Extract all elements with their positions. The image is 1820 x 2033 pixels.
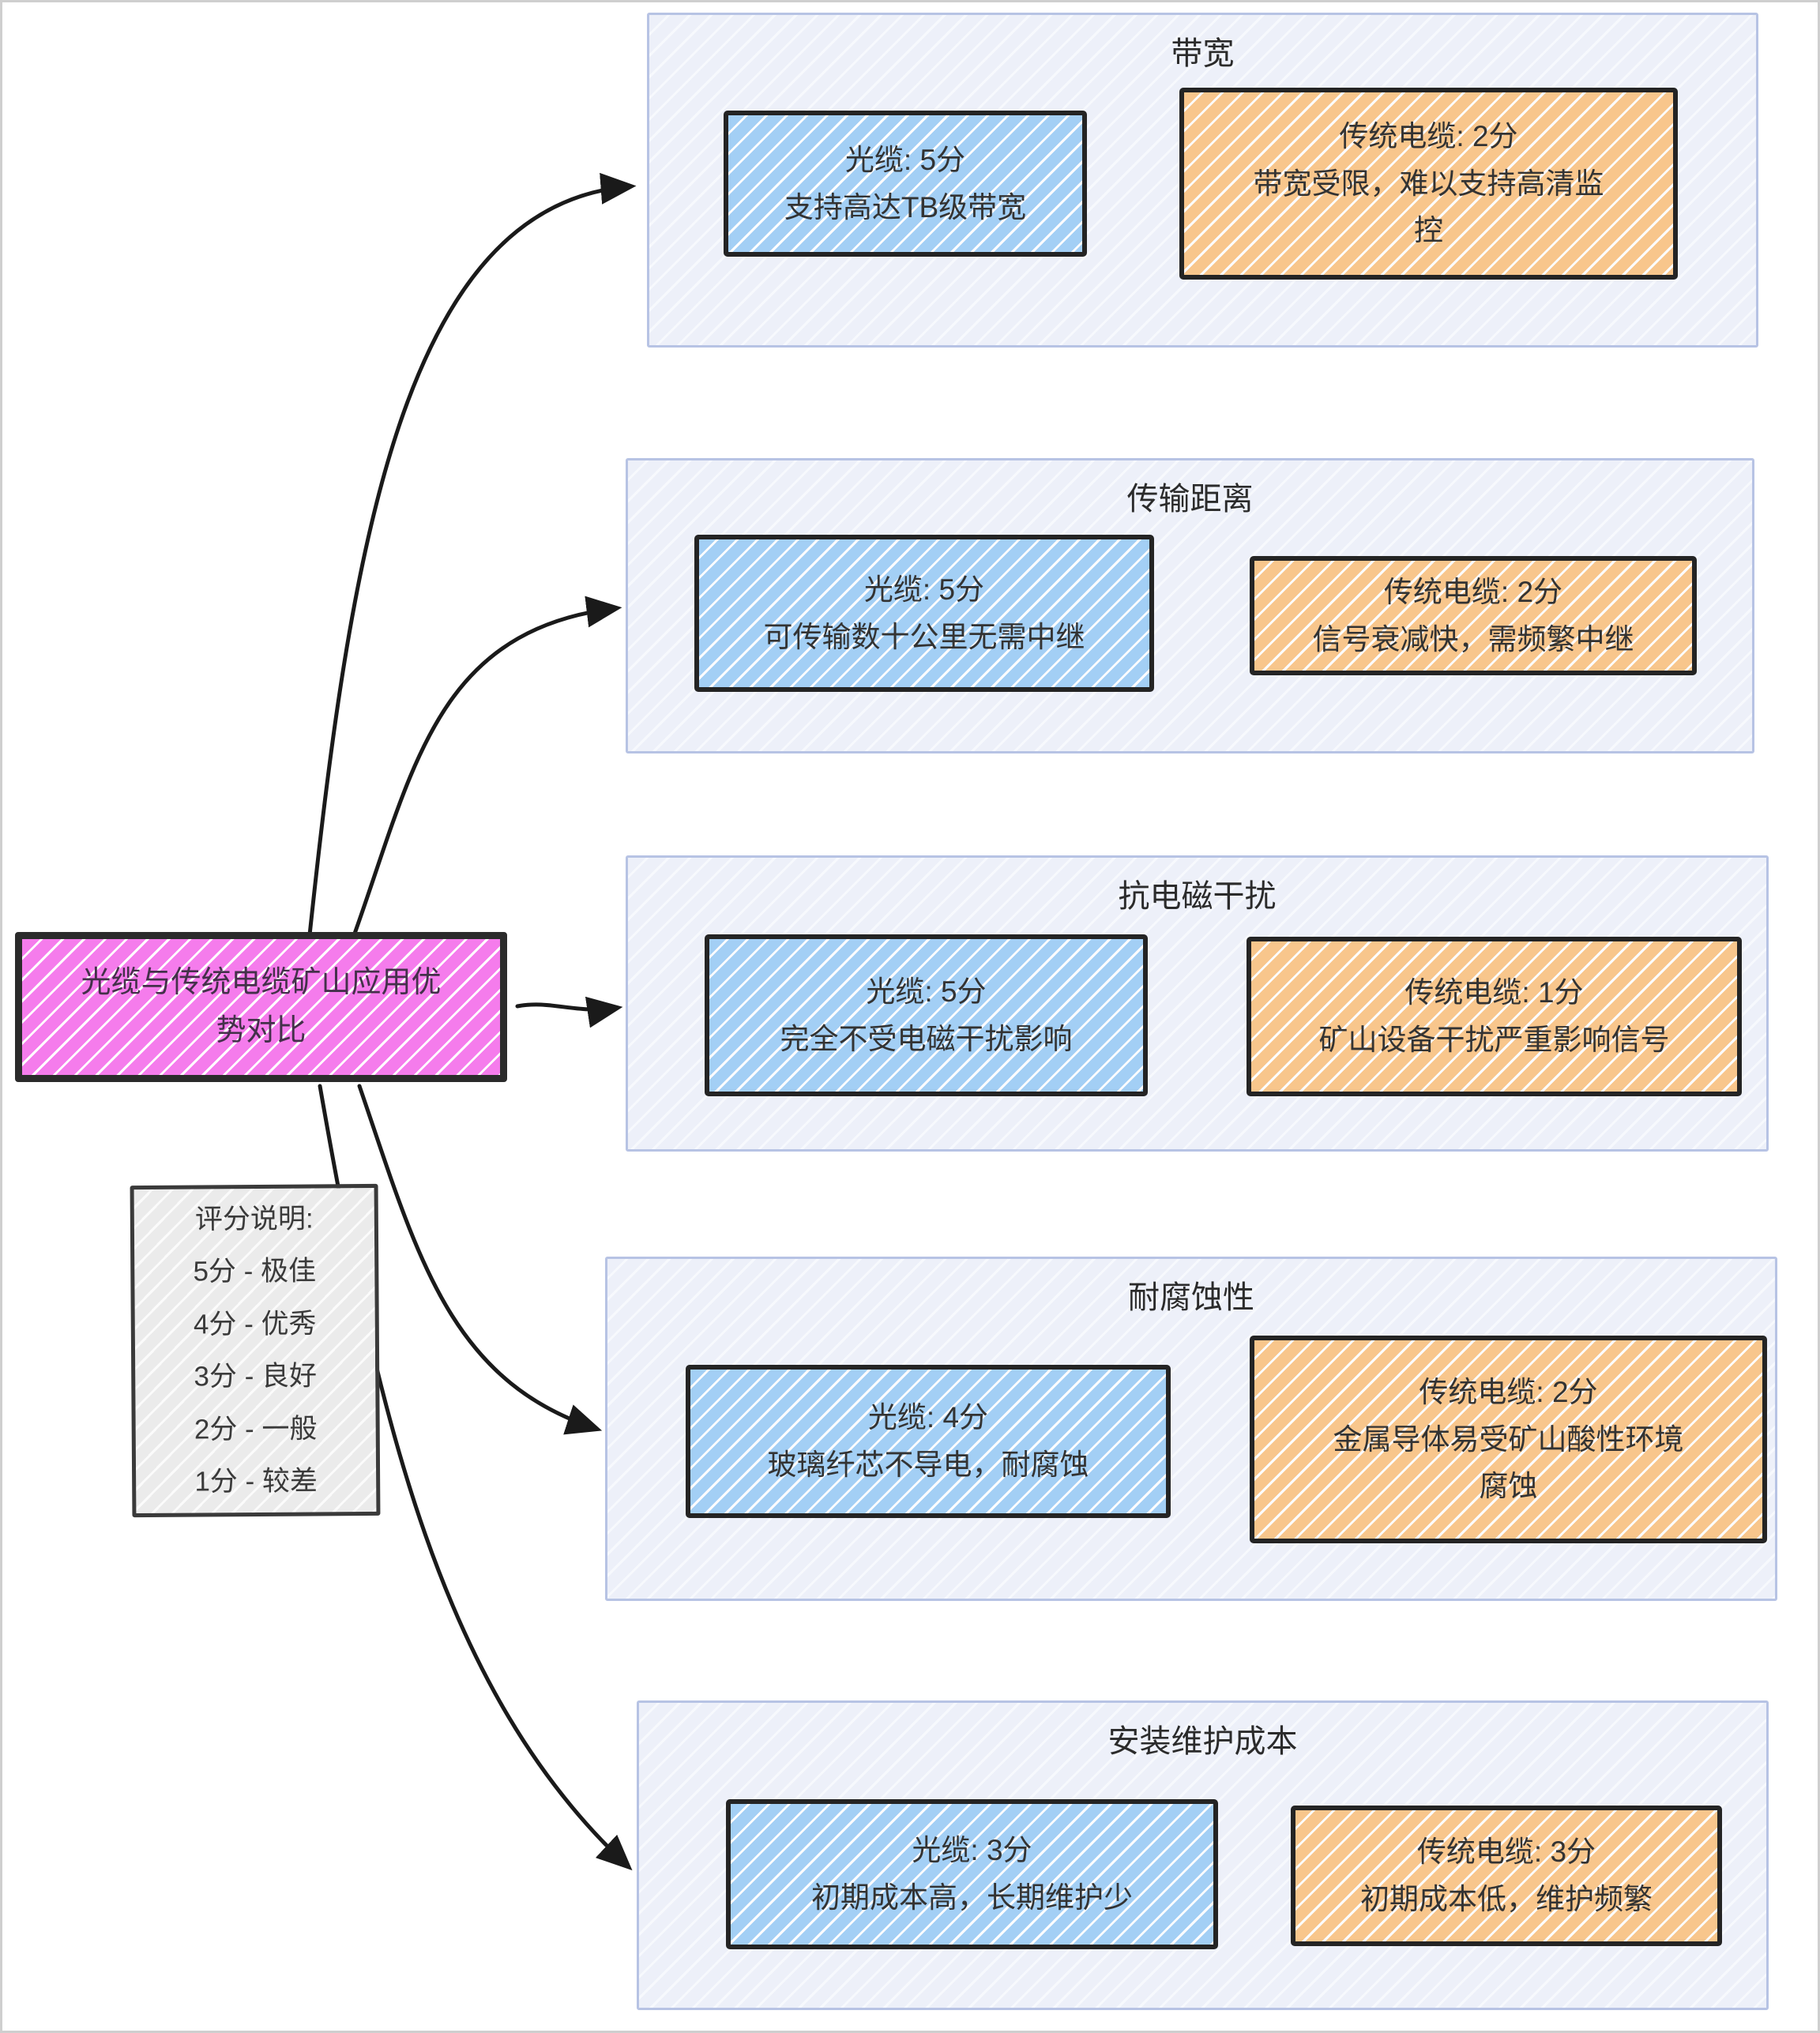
optical-score-label: 光缆: 5分 — [866, 975, 987, 1008]
traditional-node[interactable]: 传统电缆: 1分 矿山设备干扰严重影响信号 — [1247, 937, 1742, 1096]
section-title: 抗电磁干扰 — [1118, 879, 1277, 914]
root-topic-label: 光缆与传统电缆矿山应用优 势对比 — [81, 966, 442, 1047]
traditional-score-label: 传统电缆: 1分 — [1404, 976, 1584, 1009]
legend-line: 评分说明: — [194, 1202, 314, 1235]
optical-desc: 完全不受电磁干扰影响 — [780, 1022, 1073, 1055]
optical-desc: 玻璃纤芯不导电，耐腐蚀 — [767, 1449, 1089, 1481]
section-corrosion: 耐腐蚀性 光缆: 4分 玻璃纤芯不导电，耐腐蚀 传统电缆: 2分 金属导体易受矿… — [605, 1257, 1777, 1601]
traditional-node[interactable]: 传统电缆: 2分 金属导体易受矿山酸性环境 腐蚀 — [1250, 1336, 1767, 1543]
traditional-desc: 金属导体易受矿山酸性环境 腐蚀 — [1333, 1422, 1684, 1503]
traditional-node[interactable]: 传统电缆: 3分 初期成本低，维护频繁 — [1291, 1806, 1722, 1946]
traditional-desc: 带宽受限，难以支持高清监 控 — [1253, 167, 1604, 247]
optical-desc: 支持高达TB级带宽 — [784, 190, 1027, 224]
root-topic-node[interactable]: 光缆与传统电缆矿山应用优 势对比 — [15, 932, 507, 1082]
section-emi: 抗电磁干扰 光缆: 5分 完全不受电磁干扰影响 传统电缆: 1分 矿山设备干扰严… — [626, 855, 1769, 1152]
legend-line: 2分 - 一般 — [194, 1412, 318, 1445]
section-title: 传输距离 — [1126, 482, 1254, 517]
optical-node[interactable]: 光缆: 3分 初期成本高，长期维护少 — [726, 1799, 1218, 1949]
section-title: 耐腐蚀性 — [1128, 1280, 1254, 1315]
optical-node[interactable]: 光缆: 5分 完全不受电磁干扰影响 — [705, 934, 1148, 1096]
section-bandwidth: 带宽 光缆: 5分 支持高达TB级带宽 传统电缆: 2分 带宽受限，难以支持高清… — [647, 13, 1758, 348]
traditional-score-label: 传统电缆: 2分 — [1419, 1375, 1598, 1408]
traditional-score-label: 传统电缆: 3分 — [1416, 1836, 1596, 1869]
arrow-to-emi[interactable] — [515, 996, 623, 1028]
optical-score-label: 光缆: 4分 — [867, 1401, 989, 1434]
optical-score-label: 光缆: 5分 — [844, 143, 966, 176]
optical-node[interactable]: 光缆: 4分 玻璃纤芯不导电，耐腐蚀 — [686, 1365, 1171, 1518]
traditional-desc: 初期成本低，维护频繁 — [1360, 1883, 1653, 1915]
traditional-score-label: 传统电缆: 2分 — [1339, 119, 1518, 152]
legend-line: 1分 - 较差 — [194, 1465, 318, 1498]
section-cost: 安装维护成本 光缆: 3分 初期成本高，长期维护少 传统电缆: 3分 初期成本低… — [637, 1700, 1769, 2010]
score-legend[interactable]: 评分说明: 5分 - 极佳 4分 - 优秀 3分 - 良好 2分 - 一般 1分… — [130, 1183, 381, 1518]
optical-node[interactable]: 光缆: 5分 支持高达TB级带宽 — [724, 111, 1087, 257]
traditional-desc: 矿山设备干扰严重影响信号 — [1318, 1024, 1670, 1056]
arrow-to-bandwidth[interactable] — [306, 172, 637, 945]
legend-line: 5分 - 极佳 — [193, 1255, 317, 1287]
optical-desc: 初期成本高，长期维护少 — [811, 1881, 1133, 1914]
optical-score-label: 光缆: 3分 — [912, 1834, 1032, 1867]
traditional-node[interactable]: 传统电缆: 2分 信号衰减快，需频繁中继 — [1250, 556, 1697, 675]
arrow-to-distance[interactable] — [349, 596, 622, 945]
section-title: 安装维护成本 — [1107, 1724, 1298, 1759]
traditional-desc: 信号衰减快，需频繁中继 — [1312, 622, 1634, 656]
optical-desc: 可传输数十公里无需中继 — [763, 620, 1085, 653]
legend-line: 3分 - 良好 — [194, 1360, 318, 1392]
optical-score-label: 光缆: 5分 — [863, 573, 985, 606]
traditional-score-label: 传统电缆: 2分 — [1383, 575, 1563, 608]
legend-line: 4分 - 优秀 — [193, 1307, 317, 1340]
optical-node[interactable]: 光缆: 5分 可传输数十公里无需中继 — [694, 535, 1154, 692]
section-distance: 传输距离 光缆: 5分 可传输数十公里无需中继 传统电缆: 2分 信号衰减快，需… — [626, 458, 1754, 753]
traditional-node[interactable]: 传统电缆: 2分 带宽受限，难以支持高清监 控 — [1179, 88, 1678, 280]
section-title: 带宽 — [1171, 36, 1235, 71]
arrow-to-corrosion[interactable] — [357, 1084, 603, 1435]
